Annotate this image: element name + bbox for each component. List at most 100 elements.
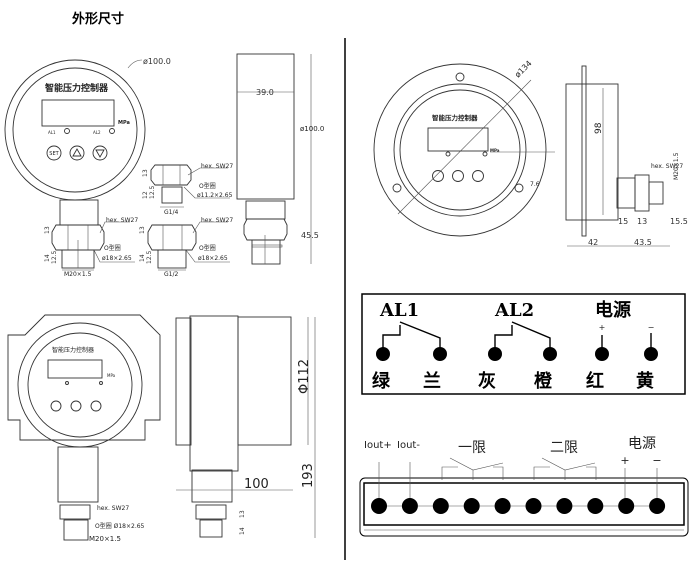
svg-text:12.5: 12.5 [51, 250, 58, 264]
ex-length: 100 [244, 477, 269, 492]
wire-color-red: 红 [586, 370, 604, 392]
terminal-screw [587, 498, 604, 514]
limit2-label: 二限 [550, 440, 578, 456]
wire-color-gray: 灰 [478, 370, 496, 392]
terminal-dot [433, 347, 447, 361]
unit-label: MPa [118, 120, 130, 126]
side-diameter: ø100.0 [300, 125, 324, 133]
terminal-screw [371, 498, 387, 514]
explosion-proof-front-view: 智能压力控制器 MPa hex. SW27 O型圈 Ø18×2.65 M20×1… [7, 314, 161, 543]
wiring-diagram-terminal-block: Iout+ Iout- 一限 二限 电源 + − [359, 436, 689, 537]
svg-text:SET: SET [49, 151, 59, 157]
power-group-label: 电源 [595, 299, 631, 321]
terminal-dot [543, 347, 557, 361]
terminal-plus: + [620, 454, 629, 467]
main-oring: O型圈 [104, 244, 121, 252]
g14-oring: O型圈 [199, 182, 216, 190]
al2-label: AL2 [93, 130, 101, 135]
g14-thread: G1/4 [164, 209, 178, 216]
g12-oring-size: ø18×2.65 [198, 255, 228, 262]
g12-oring: O型圈 [199, 244, 216, 252]
side-width: 39.0 [256, 88, 274, 97]
flange-side-view: 98 M20×1.5 hex. SW27 15 13 15.5 42 43.5 [565, 65, 688, 247]
terminal-screw [525, 498, 542, 514]
main-thread: M20×1.5 [64, 271, 92, 278]
ex-d2: 14 [239, 527, 246, 535]
flange-unit: MPa [490, 148, 500, 153]
flange-thread: M20×1.5 [673, 152, 680, 180]
limit1-label: 一限 [458, 440, 486, 456]
g14-connector-detail: 13 12 12.5 G1/4 hex. SW27 O型圈 ø11.2×2.65 [142, 163, 233, 216]
terminal-screw [618, 498, 635, 514]
ex-oring: O型圈 Ø18×2.65 [95, 522, 145, 530]
set-button: SET [46, 145, 62, 161]
svg-text:14: 14 [44, 254, 51, 262]
flange-d3: 15.5 [670, 217, 688, 226]
svg-text:12.5: 12.5 [146, 250, 153, 264]
ex-hex: hex. SW27 [97, 505, 129, 512]
terminal-dot [595, 347, 609, 361]
svg-text:14: 14 [139, 254, 146, 262]
main-hex: hex. SW27 [106, 217, 138, 224]
al1-led [64, 128, 70, 134]
ex-thread: M20×1.5 [89, 535, 121, 543]
terminal-dot [644, 347, 658, 361]
al2-led [109, 128, 115, 134]
terminal-screw [556, 498, 573, 514]
power-plus: + [599, 323, 606, 332]
iout-minus-label: Iout- [397, 440, 420, 451]
flange-d5: 43.5 [634, 238, 652, 247]
flange-d4: 42 [588, 238, 598, 247]
g14-oring-size: ø11.2×2.65 [197, 192, 233, 199]
terminal-screw [401, 498, 418, 514]
side-length: 45.5 [301, 231, 319, 240]
svg-text:13: 13 [142, 169, 149, 177]
terminal-screw [494, 498, 511, 514]
terminal-minus: − [652, 454, 661, 467]
g12-connector-detail: 13 14 12.5 G1/2 hex. SW27 O型圈 ø18×2.65 [139, 217, 233, 278]
g12-hex: hex. SW27 [201, 217, 233, 224]
iout-plus-label: Iout+ [364, 440, 392, 451]
terminal-dot [488, 347, 502, 361]
terminal-screw [432, 498, 449, 514]
ex-height: 193 [301, 463, 316, 488]
power-label: 电源 [628, 436, 656, 452]
svg-text:12.5: 12.5 [149, 185, 156, 199]
flange-height: 98 [594, 122, 604, 134]
device-name: 智能压力控制器 [45, 82, 109, 94]
up-button [69, 145, 85, 161]
ex-device-name: 智能压力控制器 [52, 346, 94, 354]
flange-device-name: 智能压力控制器 [432, 113, 478, 122]
sheet-title: 外形尺寸 [71, 11, 124, 27]
flange-d1: 15 [618, 217, 628, 226]
terminal-screw [463, 498, 480, 514]
ex-diameter: Φ112 [297, 359, 312, 394]
terminal-dot [376, 347, 390, 361]
flange-diameter: ø134 [513, 59, 534, 80]
gauge-side-view: 39.0 ø100.0 45.5 [236, 53, 324, 265]
flange-d2: 13 [637, 217, 647, 226]
al1-label: AL1 [48, 130, 56, 135]
flange-hole: 7.6 [530, 181, 540, 188]
wire-color-orange: 橙 [534, 370, 553, 392]
lcd-display [41, 99, 115, 127]
terminal-screw [649, 498, 666, 514]
flange-front-view: ø134 7.6 智能压力控制器 MPa [373, 59, 555, 237]
wire-color-yellow: 黄 [636, 370, 654, 392]
power-minus: − [648, 323, 655, 332]
al1-group-label: AL1 [379, 300, 419, 321]
main-oring-size: ø18×2.65 [102, 255, 132, 262]
ex-d1: 13 [239, 510, 246, 518]
down-button [92, 145, 108, 161]
svg-text:13: 13 [139, 226, 146, 234]
svg-text:12: 12 [142, 191, 149, 199]
ex-unit: MPa [107, 373, 116, 378]
wire-color-blue: 兰 [423, 370, 441, 392]
explosion-proof-side-view: Φ112 100 193 13 14 [175, 315, 316, 538]
flange-hex: hex. SW27 [651, 163, 683, 170]
g14-hex: hex. SW27 [201, 163, 233, 170]
wire-color-green: 绿 [372, 370, 391, 392]
al2-group-label: AL2 [494, 300, 534, 321]
g12-thread: G1/2 [164, 271, 178, 278]
